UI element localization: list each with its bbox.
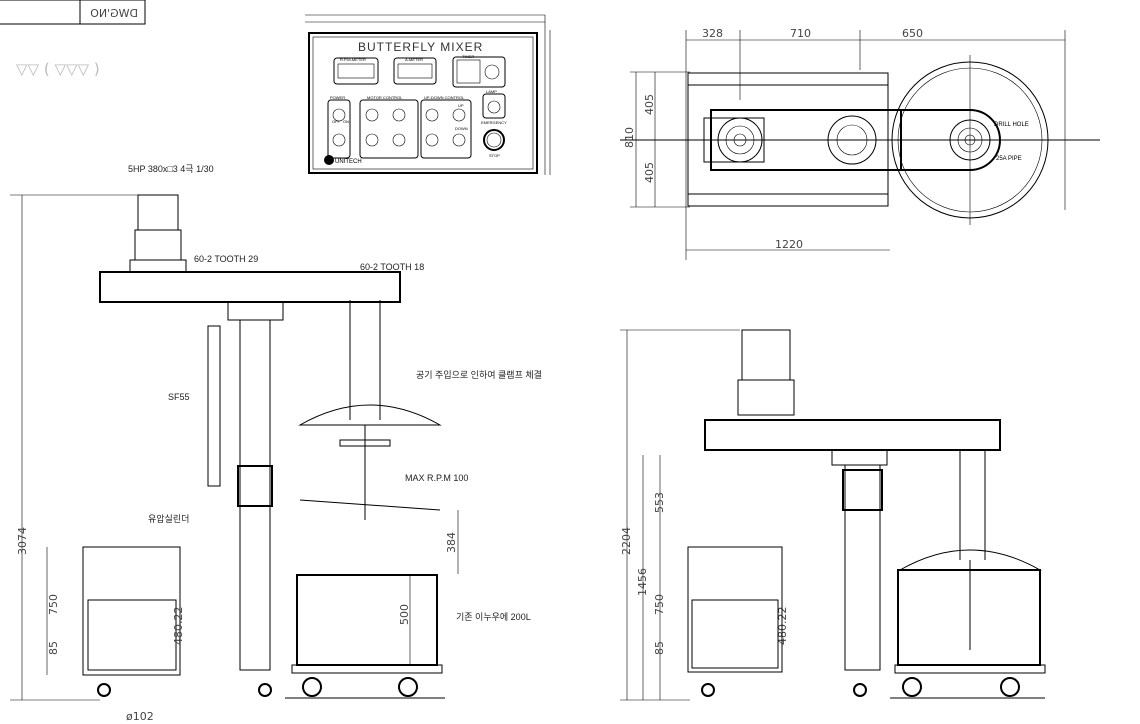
on-label: ON — [343, 119, 349, 124]
panel-title: BUTTERFLY MIXER — [358, 40, 483, 54]
gear2-label: 60-2 TOOTH 18 — [360, 262, 424, 272]
control-panel-drawing: BUTTERFLY MIXER R.P.M-METER A-METER TIME… — [305, 14, 551, 175]
dim-650: 650 — [902, 27, 923, 40]
right-elevation-drawing: 2204 1456 553 750 85 480.22 — [620, 329, 1046, 701]
dim-1456: 1456 — [636, 568, 649, 596]
dim-710: 710 — [790, 27, 811, 40]
drill-hole-label: DRILL HOLE — [994, 122, 1029, 128]
dim-384: 384 — [445, 532, 458, 553]
timer-label: TIMER — [462, 54, 475, 59]
dim-810: 810 — [623, 127, 636, 148]
motor-control-label: MOTOR CONTROL — [367, 95, 403, 100]
dwg-no-label: DWG'NO — [90, 7, 138, 20]
down-label: DOWN — [455, 126, 468, 131]
cylinder-label: 유압실린더 — [148, 513, 189, 524]
max-rpm-label: MAX R.P.M 100 — [405, 473, 468, 483]
title-block: DWG'NO — [0, 0, 146, 25]
dim-500: 500 — [398, 604, 411, 625]
shaft-label: SF55 — [168, 392, 190, 402]
dim-85-right: 85 — [653, 641, 666, 655]
dim-405-bottom: 405 — [643, 162, 656, 183]
motor-spec-label: 5HP 380x□3 4극 1/30 — [128, 164, 214, 174]
dim-3074: 3074 — [16, 527, 29, 555]
top-view-drawing: 328 710 650 810 405 405 1220 DRILL HOLE … — [620, 27, 1100, 260]
dim-2204: 2204 — [620, 527, 633, 555]
stop-label: STOP — [489, 153, 500, 158]
brand-label: UNITECH — [335, 159, 362, 165]
rpm-meter-label: R.P.M-METER — [340, 57, 366, 62]
tank-label: 기존 이누우에 200L — [456, 612, 531, 622]
lamp-label: LAMP — [486, 89, 497, 94]
pipe-label: 25A PIPE — [996, 156, 1022, 162]
surface-finish-symbol: ▽▽ ( ▽▽▽ ) — [16, 60, 100, 78]
a-meter-label: A-METER — [405, 57, 423, 62]
dim-85-left: 85 — [47, 641, 60, 655]
dim-405-top: 405 — [643, 94, 656, 115]
emergency-label: EMERGENCY — [481, 120, 507, 125]
power-label: POWER — [330, 95, 345, 100]
gear1-label: 60-2 TOOTH 29 — [194, 254, 258, 264]
dim-328: 328 — [702, 27, 723, 40]
dim-wheel: ø102 — [126, 710, 154, 723]
clamp-note-label: 공기 주입으로 인하여 클램프 체결 — [416, 369, 542, 380]
up-down-control-label: UP-DOWN CONTROL — [424, 95, 465, 100]
dim-750-left: 750 — [47, 594, 60, 615]
dim-480-left: 480.22 — [172, 607, 185, 646]
dim-553: 553 — [653, 492, 666, 513]
off-label: OFF — [332, 119, 341, 124]
up-label: UP — [458, 103, 464, 108]
dim-750-right: 750 — [653, 594, 666, 615]
left-elevation-drawing: 5HP 380x□3 4극 1/30 3074 60-2 TOOTH 29 60… — [10, 164, 542, 723]
dim-1220: 1220 — [775, 238, 803, 251]
